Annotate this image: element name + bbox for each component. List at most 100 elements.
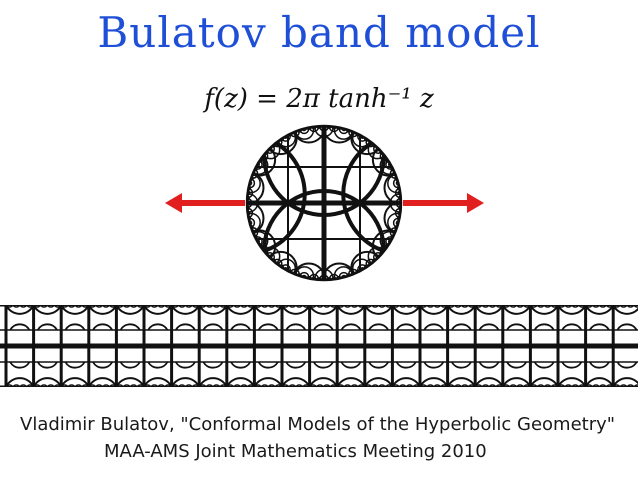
band-arc — [446, 305, 477, 315]
band-arc — [5, 305, 35, 315]
band-arc — [87, 305, 118, 315]
band-mid-arc — [230, 323, 252, 331]
band-arc — [143, 377, 173, 387]
band-arc — [391, 377, 421, 387]
band-mid-arc — [561, 323, 583, 331]
band-arc — [143, 305, 173, 315]
band-mid-arc — [64, 323, 86, 331]
meeting-text: MAA-AMS Joint Mathematics Meeting 2010 — [104, 441, 487, 462]
band-arc — [115, 305, 145, 315]
band-mid-arc — [312, 323, 334, 331]
band-arc — [474, 305, 504, 315]
band-arc — [5, 377, 35, 387]
hyperbolic-disk-tiling — [245, 124, 403, 282]
band-arc — [281, 377, 311, 387]
band-mid-arc — [92, 323, 114, 331]
band-mid-arc — [588, 323, 610, 331]
disk-rim-arc — [398, 205, 401, 212]
band-mid-arc — [147, 361, 169, 369]
band-mid-arc — [174, 323, 196, 331]
disk-rim-arc — [315, 277, 322, 280]
band-arc — [87, 377, 118, 387]
band-mid-arc — [312, 361, 334, 369]
band-mid-arc — [368, 323, 390, 331]
band-arc — [198, 305, 228, 315]
band-arc — [281, 305, 311, 315]
band-arc — [501, 377, 532, 387]
band-arc — [363, 305, 394, 315]
band-mid-arc — [395, 323, 417, 331]
band-arc — [336, 305, 366, 315]
band-arc — [363, 377, 394, 387]
band-arc — [253, 305, 283, 315]
band-arc — [170, 377, 201, 387]
band-mid-arc — [202, 323, 224, 331]
band-mid-arc — [506, 361, 528, 369]
band-arc — [32, 377, 63, 387]
band-arc — [419, 305, 449, 315]
band-mid-arc — [9, 361, 31, 369]
band-arc — [391, 305, 421, 315]
band-mid-arc — [616, 361, 638, 369]
band-mid-arc — [423, 361, 445, 369]
band-mid-arc — [340, 323, 362, 331]
band-arc — [225, 305, 256, 315]
band-mid-arc — [450, 361, 472, 369]
band-arc — [446, 377, 477, 387]
band-arc — [308, 377, 339, 387]
band-arc — [60, 377, 90, 387]
disk-rim-arc — [398, 194, 401, 201]
band-small-arc — [633, 384, 638, 387]
band-mid-arc — [257, 323, 279, 331]
band-mid-arc — [340, 361, 362, 369]
disk-rim-arc — [326, 277, 333, 280]
left-arrow-icon — [165, 193, 245, 213]
band-arc — [60, 305, 90, 315]
band-arc — [501, 305, 532, 315]
band-mid-arc — [64, 361, 86, 369]
band-mid-arc — [257, 361, 279, 369]
band-mid-arc — [9, 323, 31, 331]
citation-text: Vladimir Bulatov, "Conformal Models of t… — [20, 414, 616, 435]
band-arc — [529, 377, 559, 387]
disk-rim-arc — [247, 205, 250, 212]
band-mid-arc — [285, 323, 307, 331]
band-mid-arc — [230, 361, 252, 369]
band-mid-arc — [285, 361, 307, 369]
band-mid-arc — [368, 361, 390, 369]
band-mid-arc — [533, 323, 555, 331]
band-mid-arc — [119, 323, 141, 331]
formula: f(z) = 2π tanh⁻¹ z — [204, 84, 434, 114]
band-mid-arc — [92, 361, 114, 369]
band-arc — [115, 377, 145, 387]
band-mid-arc — [202, 361, 224, 369]
disk-rim-arc — [315, 126, 322, 129]
band-mid-arc — [616, 323, 638, 331]
band-arc — [336, 377, 366, 387]
disk-rim-arc — [326, 126, 333, 129]
band-arc — [32, 305, 63, 315]
right-arrow-icon — [403, 193, 484, 213]
band-mid-arc — [36, 361, 58, 369]
disk-rim-arc — [247, 194, 250, 201]
band-mid-arc — [174, 361, 196, 369]
band-arc — [612, 305, 638, 315]
slide-title: Bulatov band model — [97, 8, 541, 57]
band-arc — [557, 305, 587, 315]
band-mid-arc — [478, 361, 500, 369]
band-arc — [170, 305, 201, 315]
band-mid-arc — [119, 361, 141, 369]
band-mid-arc — [506, 323, 528, 331]
band-mid-arc — [423, 323, 445, 331]
band-mid-arc — [450, 323, 472, 331]
band-arc — [308, 305, 339, 315]
band-arc — [419, 377, 449, 387]
band-arc — [253, 377, 283, 387]
band-arc — [584, 305, 615, 315]
band-mid-arc — [36, 323, 58, 331]
band-mid-arc — [588, 361, 610, 369]
band-arc — [474, 377, 504, 387]
band-arc — [612, 377, 638, 387]
band-arc — [198, 377, 228, 387]
